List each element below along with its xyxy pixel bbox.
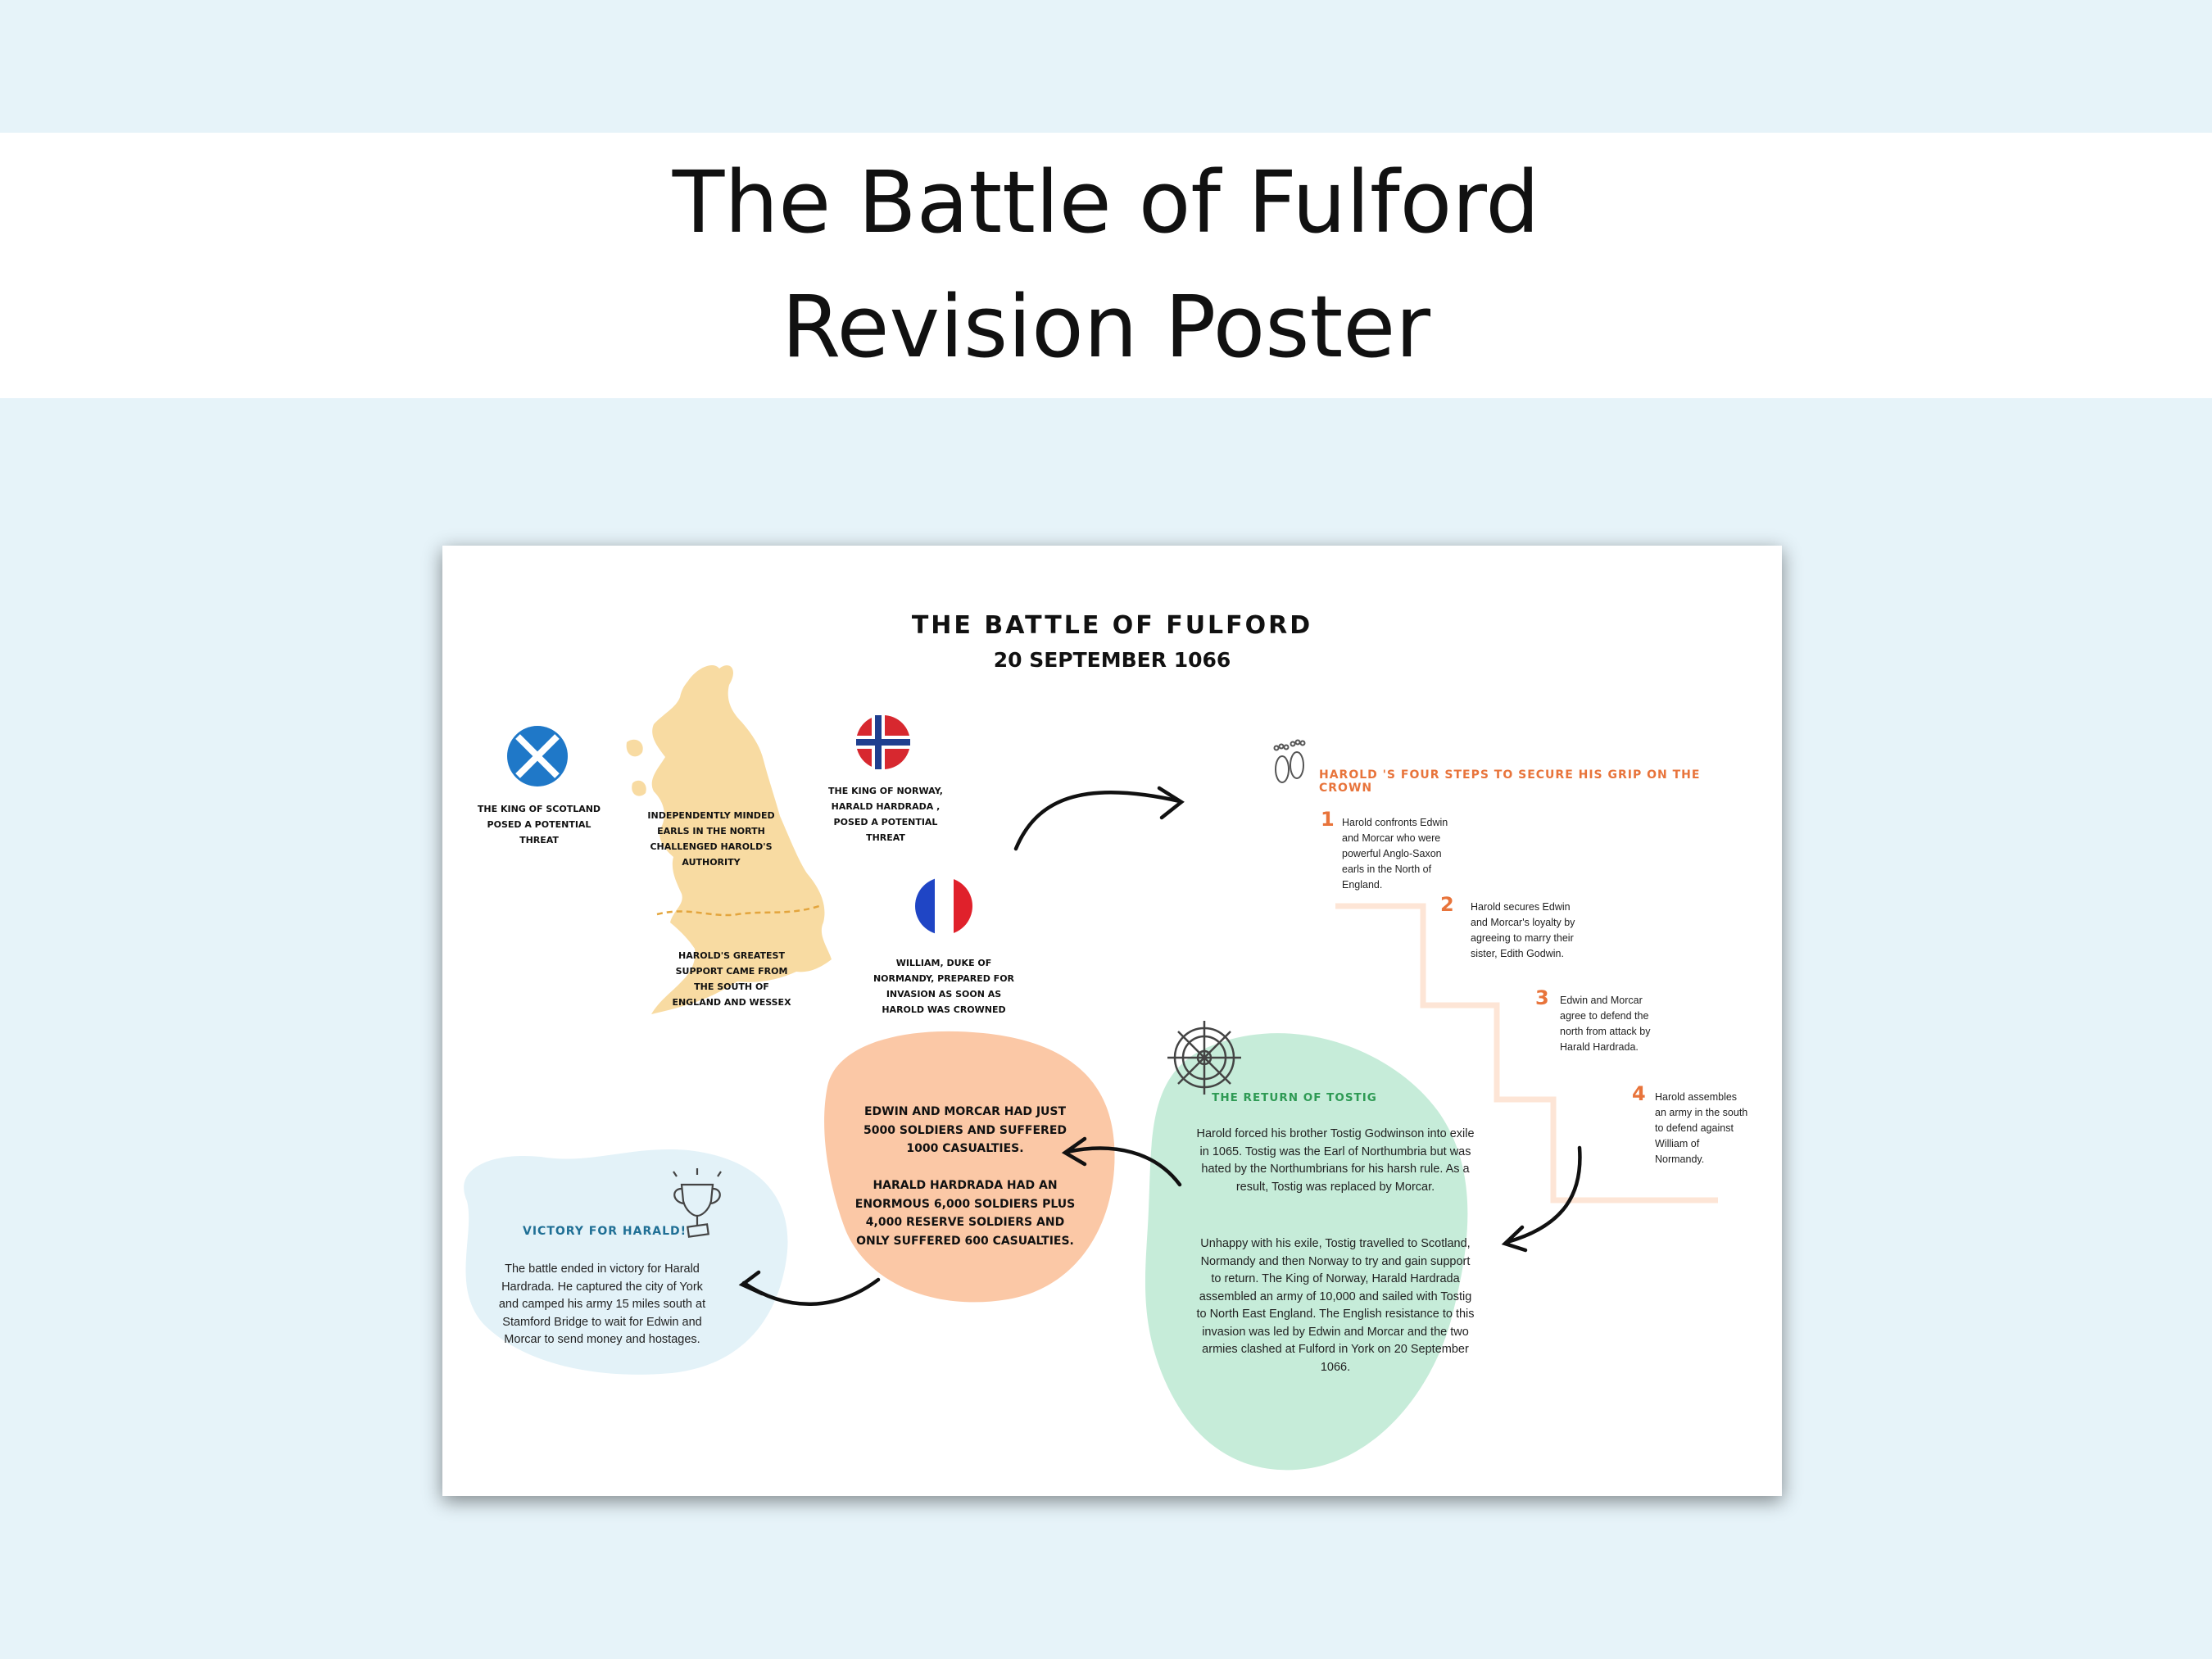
victory-heading: VICTORY FOR HARALD! [523, 1225, 687, 1238]
north-south-divide [656, 904, 820, 917]
scotland-flag-icon [507, 726, 568, 786]
step-1-text: Harold confronts Edwin and Morcar who we… [1342, 817, 1448, 891]
tostig-paragraph-2: Unhappy with his exile, Tostig travelled… [1196, 1237, 1475, 1374]
ship-wheel-icon [1167, 1021, 1241, 1095]
william-caption: William, Duke of Normandy, prepared for … [873, 958, 1015, 1015]
title-banner [0, 133, 2212, 398]
armies-paragraph-1: Edwin and Morcar had just 5000 soldiers … [863, 1105, 1067, 1155]
tostig-heading: THE RETURN OF TOSTIG [1212, 1091, 1377, 1104]
tostig-blob [1145, 1033, 1468, 1471]
south-caption: Harold's greatest support came from the … [672, 950, 791, 1008]
armies-paragraph-2: Harald Hardrada had an enormous 6,000 so… [854, 1179, 1076, 1248]
trophy-icon [673, 1168, 722, 1238]
footprints-icon [1273, 739, 1306, 783]
uk-map-islands [626, 739, 646, 796]
victory-text: The battle ended in victory for Harald H… [498, 1262, 706, 1346]
norway-flag-icon [856, 715, 910, 769]
norway-caption: The King of Norway, Harald Hardrada , po… [828, 786, 943, 843]
tostig-paragraph-1: Harold forced his brother Tostig Godwins… [1196, 1127, 1475, 1194]
page-subtitle: Revision Poster [781, 277, 1431, 377]
france-flag-icon [915, 877, 972, 935]
arrow-icon [738, 786, 1582, 1306]
step-4-text: Harold assembles an army in the south to… [1655, 1091, 1748, 1165]
scotland-caption: The King of Scotland posed a potential t… [477, 804, 601, 845]
step-2-number: 2 [1440, 893, 1454, 916]
uk-map [651, 664, 832, 1014]
step-3-number: 3 [1535, 986, 1549, 1009]
steps-staircase [1335, 903, 1718, 1203]
poster-title: THE BATTLE OF FULFORD [911, 611, 1313, 640]
step-1-number: 1 [1321, 808, 1335, 831]
step-2-text: Harold secures Edwin and Morcar's loyalt… [1471, 901, 1575, 959]
poster-graphics [464, 664, 1718, 1471]
earls-caption: Independently minded earls in the north … [647, 810, 775, 868]
steps-heading: HAROLD 'S FOUR STEPS TO SECURE HIS GRIP … [1319, 768, 1701, 795]
victory-blob [464, 1149, 788, 1375]
step-4-number: 4 [1632, 1082, 1646, 1105]
revision-poster: THE BATTLE OF FULFORD 20 SEPTEMBER 1066 … [442, 546, 1782, 1496]
poster-date: 20 SEPTEMBER 1066 [993, 648, 1231, 672]
page-title: The Battle of Fulford [672, 152, 1540, 252]
armies-blob [824, 1031, 1115, 1303]
step-3-text: Edwin and Morcar agree to defend the nor… [1560, 995, 1651, 1053]
